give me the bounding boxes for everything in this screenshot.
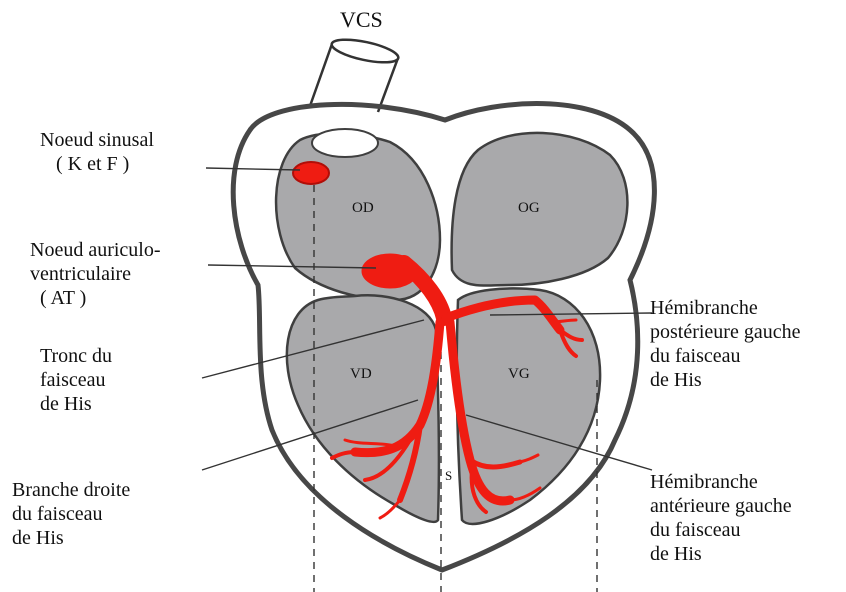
label-line: antérieure gauche xyxy=(650,494,792,518)
label-line: du faisceau xyxy=(12,502,130,526)
label-his-trunk: Tronc du faisceau de His xyxy=(40,344,112,416)
vd-label: VD xyxy=(350,366,372,383)
label-line: Noeud sinusal xyxy=(40,128,154,152)
septum-label: S xyxy=(445,468,452,484)
label-line: postérieure gauche xyxy=(650,320,800,344)
label-line: de His xyxy=(12,526,130,550)
label-line: Noeud auriculo- xyxy=(30,238,161,262)
sinus-node xyxy=(293,162,329,184)
vena-cava-tube xyxy=(310,35,400,112)
label-line: du faisceau xyxy=(650,344,800,368)
vena-cava-opening xyxy=(312,129,378,157)
label-line: ( K et F ) xyxy=(40,152,154,176)
label-line: Tronc du xyxy=(40,344,112,368)
label-left-posterior: Hémibranche postérieure gauche du faisce… xyxy=(650,296,800,392)
label-line: ( AT ) xyxy=(30,286,161,310)
og-label: OG xyxy=(518,200,540,217)
label-line: Hémibranche xyxy=(650,470,792,494)
vg-label: VG xyxy=(508,366,530,383)
label-line: Hémibranche xyxy=(650,296,800,320)
vcs-label: VCS xyxy=(340,8,383,32)
label-line: faisceau xyxy=(40,368,112,392)
label-line: de His xyxy=(650,368,800,392)
label-line: du faisceau xyxy=(650,518,792,542)
od-label: OD xyxy=(352,200,374,217)
label-sinus-node: Noeud sinusal ( K et F ) xyxy=(40,128,154,176)
label-line: de His xyxy=(650,542,792,566)
label-line: ventriculaire xyxy=(30,262,161,286)
label-line: Branche droite xyxy=(12,478,130,502)
label-right-branch: Branche droite du faisceau de His xyxy=(12,478,130,550)
label-av-node: Noeud auriculo- ventriculaire ( AT ) xyxy=(30,238,161,310)
label-left-anterior: Hémibranche antérieure gauche du faiscea… xyxy=(650,470,792,566)
label-line: de His xyxy=(40,392,112,416)
